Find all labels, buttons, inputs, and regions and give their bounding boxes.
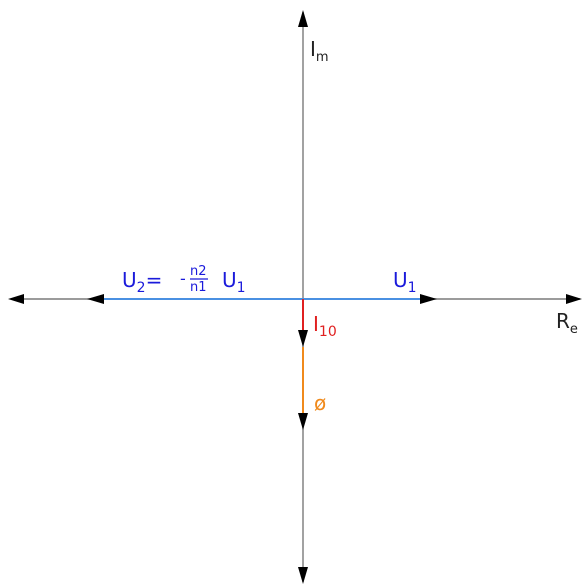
real-axis-label: Re [556,309,578,337]
u2-factor-label: U1 [222,268,246,296]
u2-arrow-icon [87,294,104,304]
u1-arrow-icon [420,294,437,304]
u1-label-main: U [393,268,408,292]
labels: Im Re U1 U2= - n2 n1 U1 I10 ø [122,37,578,415]
i10-arrow-icon [298,330,308,347]
imaginary-axis-label: Im [310,37,329,65]
flux-phasor [298,347,308,430]
i10-label-sub: 10 [319,324,337,340]
i10-label-main: I [313,312,319,336]
imaginary-axis-label-sub: m [316,50,329,65]
u2-factor-sub: 1 [237,280,246,296]
imaginary-axis-bottom-arrow-icon [298,567,308,584]
phi-label: ø [314,391,326,415]
u2-label-sub: 2 [137,280,146,296]
real-axis-right-arrow-icon [566,294,582,304]
u2-label-main: U [122,268,137,292]
u2-ratio-numerator: n2 [190,264,207,279]
i10-label: I10 [313,312,337,340]
u2-factor-main: U [222,268,237,292]
real-axis-label-sub: e [570,322,578,337]
u1-label: U1 [393,268,417,296]
u2-label-equals: = [146,268,163,292]
u1-label-sub: 1 [408,280,417,296]
imaginary-axis-label-main: I [310,37,316,61]
voltage-phasors [87,294,437,304]
current-phasor [298,299,308,347]
phi-arrow-icon [298,413,308,430]
u2-ratio-denominator: n1 [190,280,207,295]
u2-minus-sign: - [180,269,186,288]
imaginary-axis-top-arrow-icon [298,10,308,27]
u2-label: U2= [122,268,162,296]
real-axis-label-main: R [556,309,570,333]
real-axis-left-arrow-icon [8,294,24,304]
